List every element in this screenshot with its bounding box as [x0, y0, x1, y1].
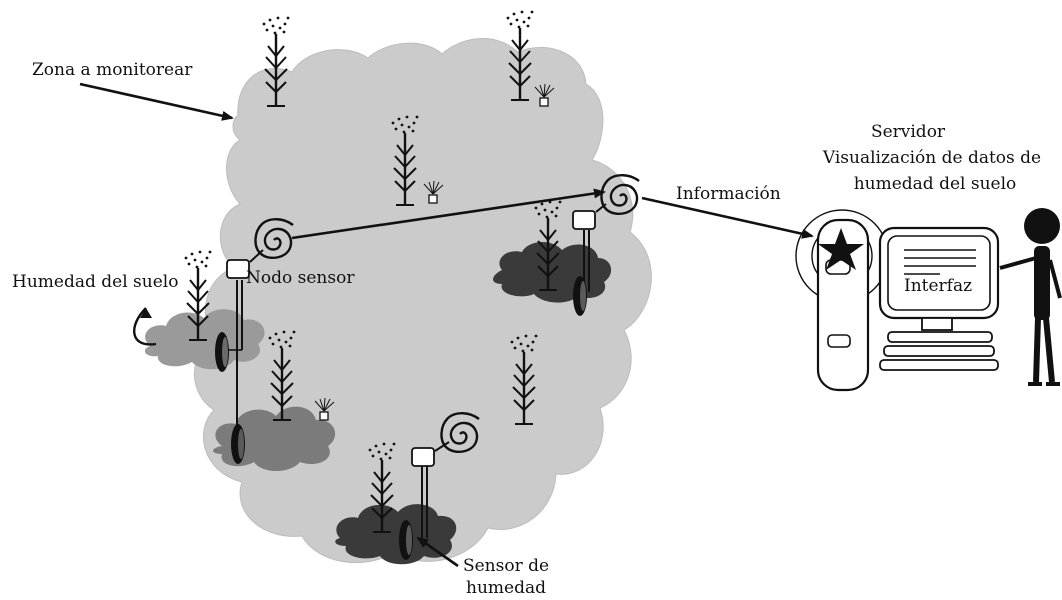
sensor-node-right: [572, 174, 641, 316]
information-arrow: [641, 196, 814, 239]
moisture-sensor-label-line2: humedad: [466, 578, 546, 598]
zone-label: Zona a monitorear: [32, 60, 193, 80]
sensor-node-bottom: [399, 412, 481, 560]
sensor-node-label: Nodo sensor: [246, 268, 355, 288]
information-label: Información: [676, 184, 781, 204]
visualization-label-line2: humedad del suelo: [853, 174, 1017, 194]
soil-patch-bottom: [335, 504, 457, 565]
server-label: Servidor: [870, 122, 946, 142]
moisture-sensor-pointer-arrow: [416, 536, 459, 568]
zone-pointer-arrow: [79, 82, 234, 121]
soil-moisture-label: Humedad del suelo: [12, 272, 179, 292]
moisture-sensor-label-line1: Sensor de: [462, 556, 550, 576]
visualization-label-line1: Visualización de datos de: [822, 148, 1042, 168]
star-icon: [818, 228, 864, 270]
user-figure: [999, 208, 1062, 386]
server-computer: [795, 209, 1000, 392]
sensor-node-left: [215, 218, 295, 464]
node-link-arrow: [291, 188, 606, 240]
soil-moisture-pointer: [133, 307, 157, 346]
interface-label: Interfaz: [904, 276, 973, 296]
